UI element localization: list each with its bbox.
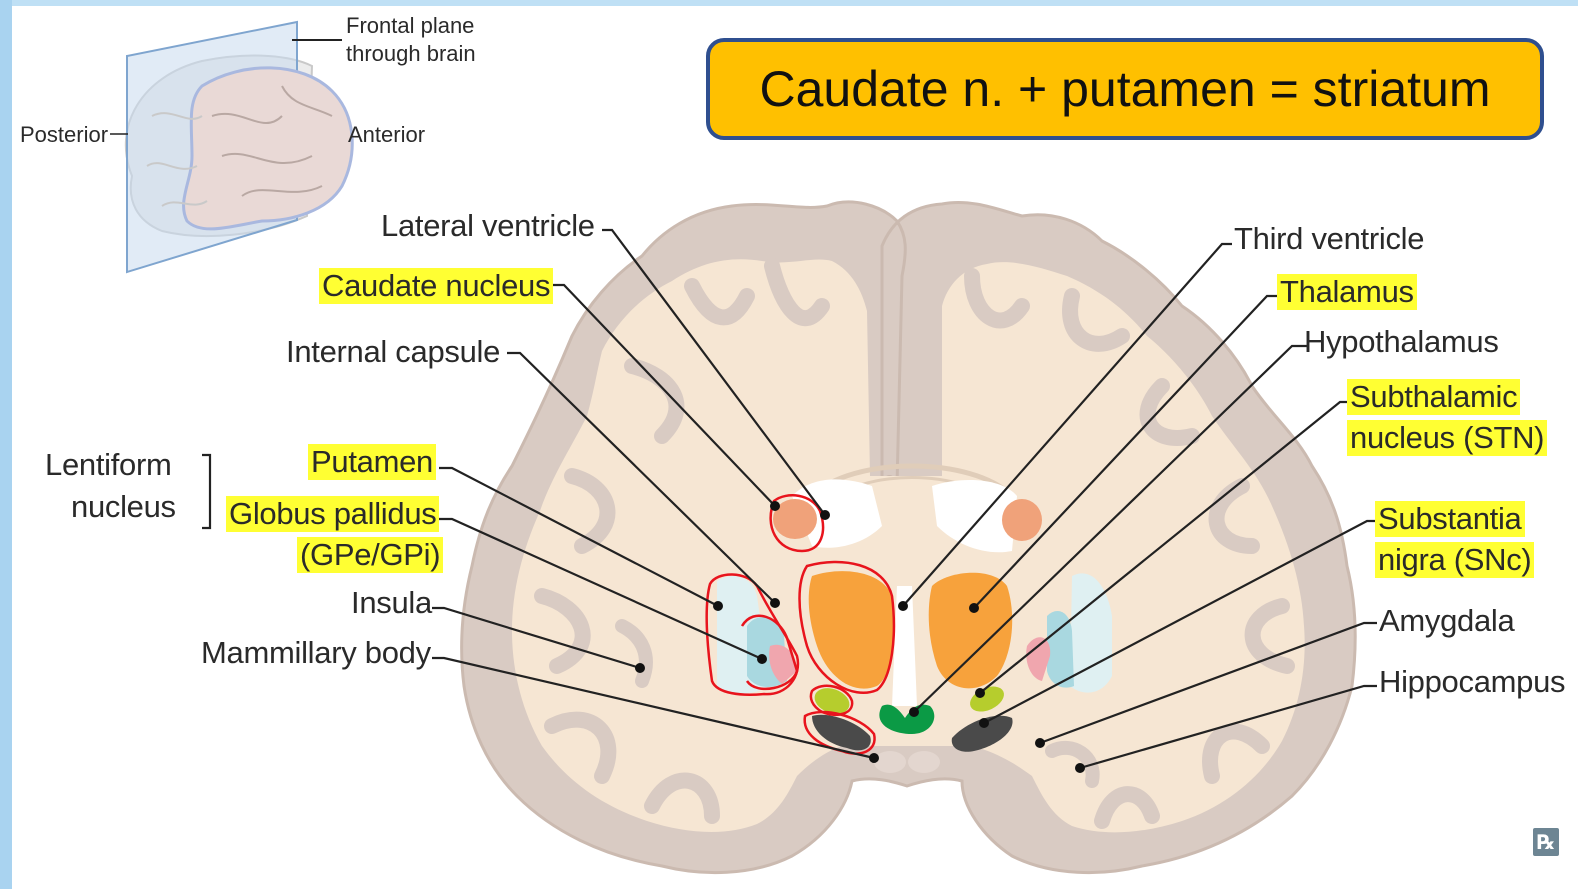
inset-brain-illustration xyxy=(110,22,352,272)
inset-plane-label-1: Frontal plane xyxy=(346,12,474,40)
inset-anterior-label: Anterior xyxy=(348,121,425,149)
label-internal-capsule: Internal capsule xyxy=(286,334,500,370)
label-lentiform-1: Lentiform xyxy=(45,447,172,483)
label-lateral-ventricle: Lateral ventricle xyxy=(381,208,595,244)
caudate-nucleus-right xyxy=(1002,499,1042,541)
label-snc-1: Substantia xyxy=(1375,501,1525,537)
label-caudate-nucleus: Caudate nucleus xyxy=(319,268,553,304)
label-mammillary-body: Mammillary body xyxy=(201,635,431,671)
title-box: Caudate n. + putamen = striatum xyxy=(706,38,1544,140)
label-insula: Insula xyxy=(351,585,432,621)
label-globus-pallidus-1: Globus pallidus xyxy=(226,496,439,532)
label-stn-2: nucleus (STN) xyxy=(1347,420,1547,456)
label-globus-pallidus-2: (GPe/GPi) xyxy=(297,537,443,573)
label-putamen: Putamen xyxy=(308,444,436,480)
globus-pallidus-right xyxy=(1047,611,1074,688)
label-hippocampus: Hippocampus xyxy=(1379,664,1565,700)
label-lentiform-2: nucleus xyxy=(71,489,176,525)
inset-posterior-label: Posterior xyxy=(20,121,108,149)
mammillary-body-left xyxy=(874,751,906,773)
rx-logo-icon: ℞ xyxy=(1533,828,1559,856)
slide-left-border xyxy=(0,0,12,889)
thalamus-right xyxy=(929,573,1012,689)
inset-plane-label-2: through brain xyxy=(346,40,476,68)
label-stn-1: Subthalamic xyxy=(1347,379,1520,415)
inset-brain-anterior xyxy=(184,68,353,229)
label-thalamus: Thalamus xyxy=(1277,274,1417,310)
mammillary-body-right xyxy=(908,751,940,773)
label-third-ventricle: Third ventricle xyxy=(1234,221,1424,257)
label-amygdala: Amygdala xyxy=(1379,603,1514,639)
label-snc-2: nigra (SNc) xyxy=(1375,542,1534,578)
slide-title: Caudate n. + putamen = striatum xyxy=(760,60,1491,118)
label-hypothalamus: Hypothalamus xyxy=(1304,324,1499,360)
slide-canvas: Caudate n. + putamen = striatum Frontal … xyxy=(12,6,1578,889)
